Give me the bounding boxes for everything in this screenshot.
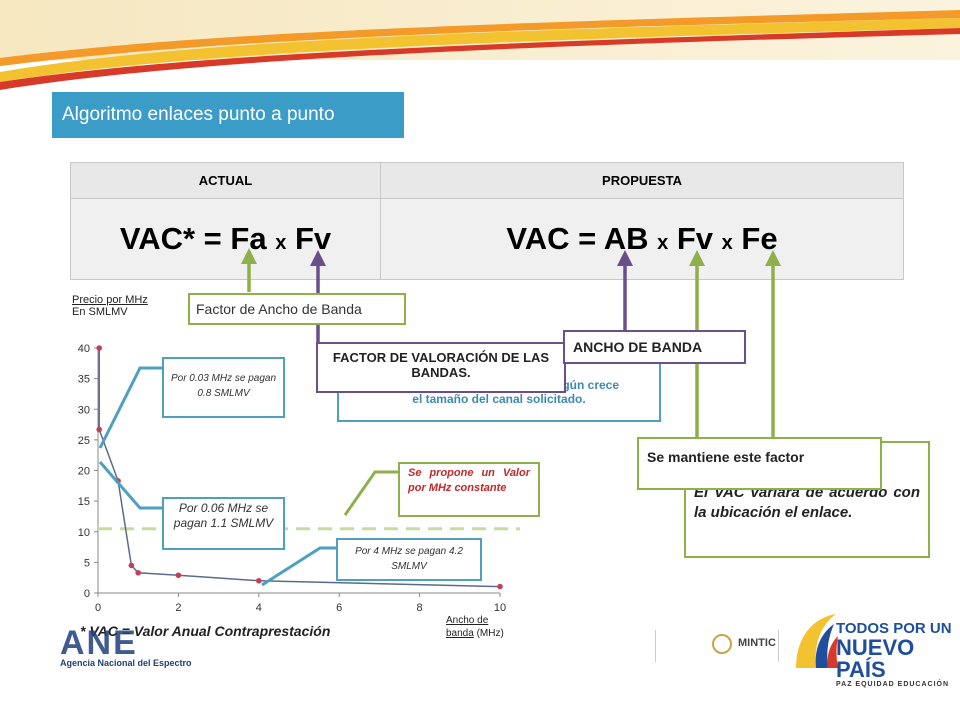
comparison-table: ACTUAL PROPUESTA VAC* = Fa x Fv VAC = AB… xyxy=(70,162,904,280)
x-tick-label: 2 xyxy=(175,602,181,614)
page-title: Algoritmo enlaces punto a punto xyxy=(52,92,404,138)
callout-factor-ancho-banda: Factor de Ancho de Banda xyxy=(188,293,406,325)
data-point xyxy=(96,426,103,433)
x-tick-label: 6 xyxy=(336,602,342,614)
colombia-flag-icon xyxy=(796,614,838,668)
y-tick-label: 20 xyxy=(78,466,90,478)
y-tick-label: 15 xyxy=(78,496,90,508)
ane-logo: ANE Agencia Nacional del Espectro xyxy=(60,624,192,668)
note-006-mhz: Por 0.06 MHz se pagan 1.1 SMLMV xyxy=(162,497,285,550)
y-tick-label: 5 xyxy=(84,557,90,569)
y-tick-label: 10 xyxy=(78,527,90,539)
callout-factor-valoracion: FACTOR DE VALORACIÓN DE LAS BANDAS. xyxy=(316,342,566,393)
data-point xyxy=(256,577,262,584)
data-point xyxy=(497,583,503,590)
slogan-logo: TODOS POR UN NUEVO PAÍS PAZ EQUIDAD EDUC… xyxy=(836,620,952,688)
callout-ancho-de-banda: ANCHO DE BANDA xyxy=(563,330,746,364)
y-tick-label: 35 xyxy=(78,374,90,386)
footnote: * VAC = Valor Anual Contraprestación xyxy=(80,623,331,639)
note-4-mhz: Por 4 MHz se pagan 4.2 SMLMV xyxy=(336,538,482,581)
formula-actual: VAC* = Fa x Fv xyxy=(70,198,381,280)
x-tick-label: 10 xyxy=(494,602,506,614)
header-propuesta: PROPUESTA xyxy=(380,162,904,199)
y-tick-label: 25 xyxy=(78,435,90,447)
x-tick-label: 4 xyxy=(256,602,262,614)
x-tick-label: 0 xyxy=(95,602,101,614)
data-point xyxy=(135,569,141,576)
y-tick-label: 40 xyxy=(78,343,90,355)
y-tick-label: 0 xyxy=(84,588,90,600)
y-axis-caption: Precio por MHz En SMLMV xyxy=(72,294,148,318)
data-point xyxy=(128,562,135,569)
mintic-logo: MINTIC xyxy=(738,637,776,649)
crest-icon xyxy=(712,634,732,654)
note-003-mhz: Por 0.03 MHz se pagan 0.8 SMLMV xyxy=(162,357,285,418)
data-point xyxy=(96,345,103,351)
header-banner xyxy=(0,0,960,90)
x-axis-caption: Ancho de banda (MHz) xyxy=(446,615,504,639)
note-valor-constante: Se propone un Valor por MHz constante xyxy=(398,462,540,517)
formula-propuesta: VAC = AB x Fv x Fe xyxy=(380,198,904,280)
series-line xyxy=(98,348,501,588)
x-tick-label: 8 xyxy=(417,602,423,614)
y-tick-label: 30 xyxy=(78,404,90,416)
data-point xyxy=(175,572,182,579)
callout-se-mantiene: Se mantiene este factor xyxy=(637,437,882,490)
